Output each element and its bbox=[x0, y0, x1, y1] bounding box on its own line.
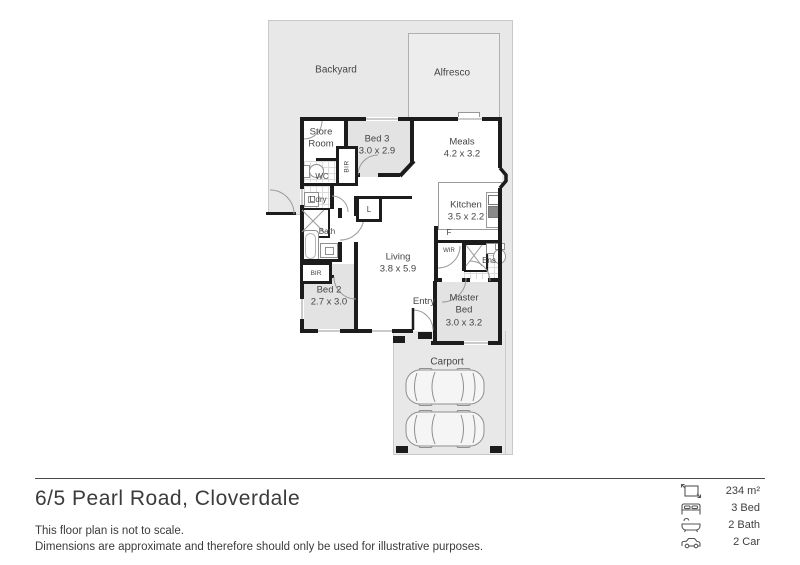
carport-post bbox=[490, 446, 502, 453]
carport-label: Carport bbox=[430, 356, 464, 368]
bed-value: 3 Bed bbox=[731, 501, 760, 514]
bath-sink-basin bbox=[325, 247, 334, 255]
fridge-label: F bbox=[446, 227, 452, 237]
wall-segment bbox=[300, 329, 318, 333]
window bbox=[318, 329, 340, 333]
carport-post bbox=[396, 446, 408, 453]
carport-edge-bottom bbox=[393, 454, 512, 455]
ensuite-label: Ens bbox=[482, 255, 496, 265]
footer-divider bbox=[35, 478, 765, 479]
window bbox=[464, 341, 488, 345]
wall-segment bbox=[300, 117, 304, 189]
meals-label: Meals 4.2 x 3.2 bbox=[443, 136, 481, 160]
wall-segment bbox=[344, 117, 348, 161]
stat-area: 234 m² bbox=[678, 482, 760, 499]
kitchen-label: Kitchen 3.5 x 2.2 bbox=[447, 199, 485, 223]
carport-edge-right bbox=[505, 331, 506, 455]
area-value: 234 m² bbox=[725, 484, 760, 497]
disclaimer-text: This floor plan is not to scale. Dimensi… bbox=[35, 525, 484, 553]
living-label: Living 3.8 x 5.9 bbox=[379, 251, 417, 275]
wall-segment bbox=[498, 280, 502, 345]
window bbox=[300, 189, 304, 205]
porch-step bbox=[418, 332, 432, 339]
wall-segment bbox=[398, 117, 458, 121]
wir-label: WIR bbox=[443, 248, 455, 255]
bed-icon bbox=[678, 500, 704, 516]
built-in-robe-bed2: BIR bbox=[300, 262, 332, 284]
property-stats: 234 m² 3 Bed 2 B bbox=[678, 482, 760, 550]
car-icon bbox=[678, 534, 704, 550]
wall-segment bbox=[338, 208, 342, 218]
wall-segment bbox=[316, 158, 346, 161]
wall-segment bbox=[462, 278, 470, 282]
wall-segment bbox=[498, 117, 502, 168]
property-address: 6/5 Pearl Road, Cloverdale bbox=[35, 487, 301, 510]
carport-edge-left bbox=[393, 331, 394, 455]
wall-segment bbox=[434, 226, 438, 281]
laundry-label: L'dry bbox=[309, 194, 327, 204]
alfresco-area bbox=[408, 33, 500, 121]
store-room-label: Store Room bbox=[308, 126, 334, 150]
bir-label: BIR bbox=[343, 159, 351, 173]
sliding-door bbox=[458, 117, 482, 121]
wall-segment bbox=[392, 329, 413, 333]
window bbox=[300, 299, 304, 319]
carport-area bbox=[393, 331, 512, 455]
wall-segment bbox=[434, 240, 502, 243]
built-in-robe-hall: BIR bbox=[336, 146, 358, 186]
wall-segment bbox=[354, 242, 358, 332]
laundry-sink-basin bbox=[308, 196, 315, 203]
wall-segment bbox=[488, 278, 502, 282]
linen-closet: L bbox=[356, 196, 382, 222]
stat-bath: 2 Bath bbox=[678, 516, 760, 533]
bed2-label: Bed 2 2.7 x 3.0 bbox=[310, 284, 348, 308]
wall-segment bbox=[300, 319, 304, 333]
bath-icon bbox=[678, 517, 704, 533]
wall-segment bbox=[266, 212, 296, 215]
carport-post bbox=[393, 336, 405, 343]
wall-segment bbox=[488, 341, 502, 345]
bir-label: BIR bbox=[310, 269, 322, 277]
wc-label: WC bbox=[315, 171, 329, 181]
wall-segment bbox=[300, 205, 304, 299]
side-yard-right bbox=[502, 119, 512, 335]
wall-segment bbox=[462, 243, 465, 271]
wall-segment bbox=[338, 242, 342, 262]
window bbox=[366, 117, 398, 121]
bath-label: Bath bbox=[318, 226, 336, 236]
window bbox=[372, 329, 392, 333]
wall-segment bbox=[482, 117, 502, 121]
linen-label: L bbox=[366, 204, 372, 214]
bed3-label: Bed 3 3.0 x 2.9 bbox=[358, 133, 396, 157]
yard-boundary-top bbox=[268, 20, 513, 21]
wall-segment bbox=[498, 188, 502, 280]
entry-label: Entry bbox=[412, 295, 436, 307]
bathtub-inner bbox=[305, 233, 316, 259]
wall-segment bbox=[431, 341, 464, 345]
bath-value: 2 Bath bbox=[728, 518, 760, 531]
wall-segment bbox=[410, 117, 414, 163]
wall-segment bbox=[378, 173, 400, 177]
area-icon bbox=[678, 483, 704, 499]
yard-boundary-right bbox=[512, 20, 513, 455]
side-yard-left bbox=[268, 119, 302, 215]
wall-segment bbox=[300, 183, 346, 186]
wall-segment bbox=[302, 117, 366, 121]
stat-bed: 3 Bed bbox=[678, 499, 760, 516]
wall-segment bbox=[374, 196, 412, 199]
master-bed-label: Master Bed 3.0 x 3.2 bbox=[445, 292, 483, 329]
alfresco-label: Alfresco bbox=[433, 67, 471, 79]
wall-segment bbox=[434, 278, 442, 282]
wall-segment bbox=[300, 259, 342, 262]
yard-boundary-left bbox=[268, 20, 269, 215]
wc-toilet-bowl bbox=[309, 164, 324, 178]
wall-segment bbox=[433, 281, 437, 341]
backyard-label: Backyard bbox=[315, 64, 357, 76]
wall-segment bbox=[330, 183, 334, 209]
car-value: 2 Car bbox=[733, 535, 760, 548]
stat-car: 2 Car bbox=[678, 533, 760, 550]
